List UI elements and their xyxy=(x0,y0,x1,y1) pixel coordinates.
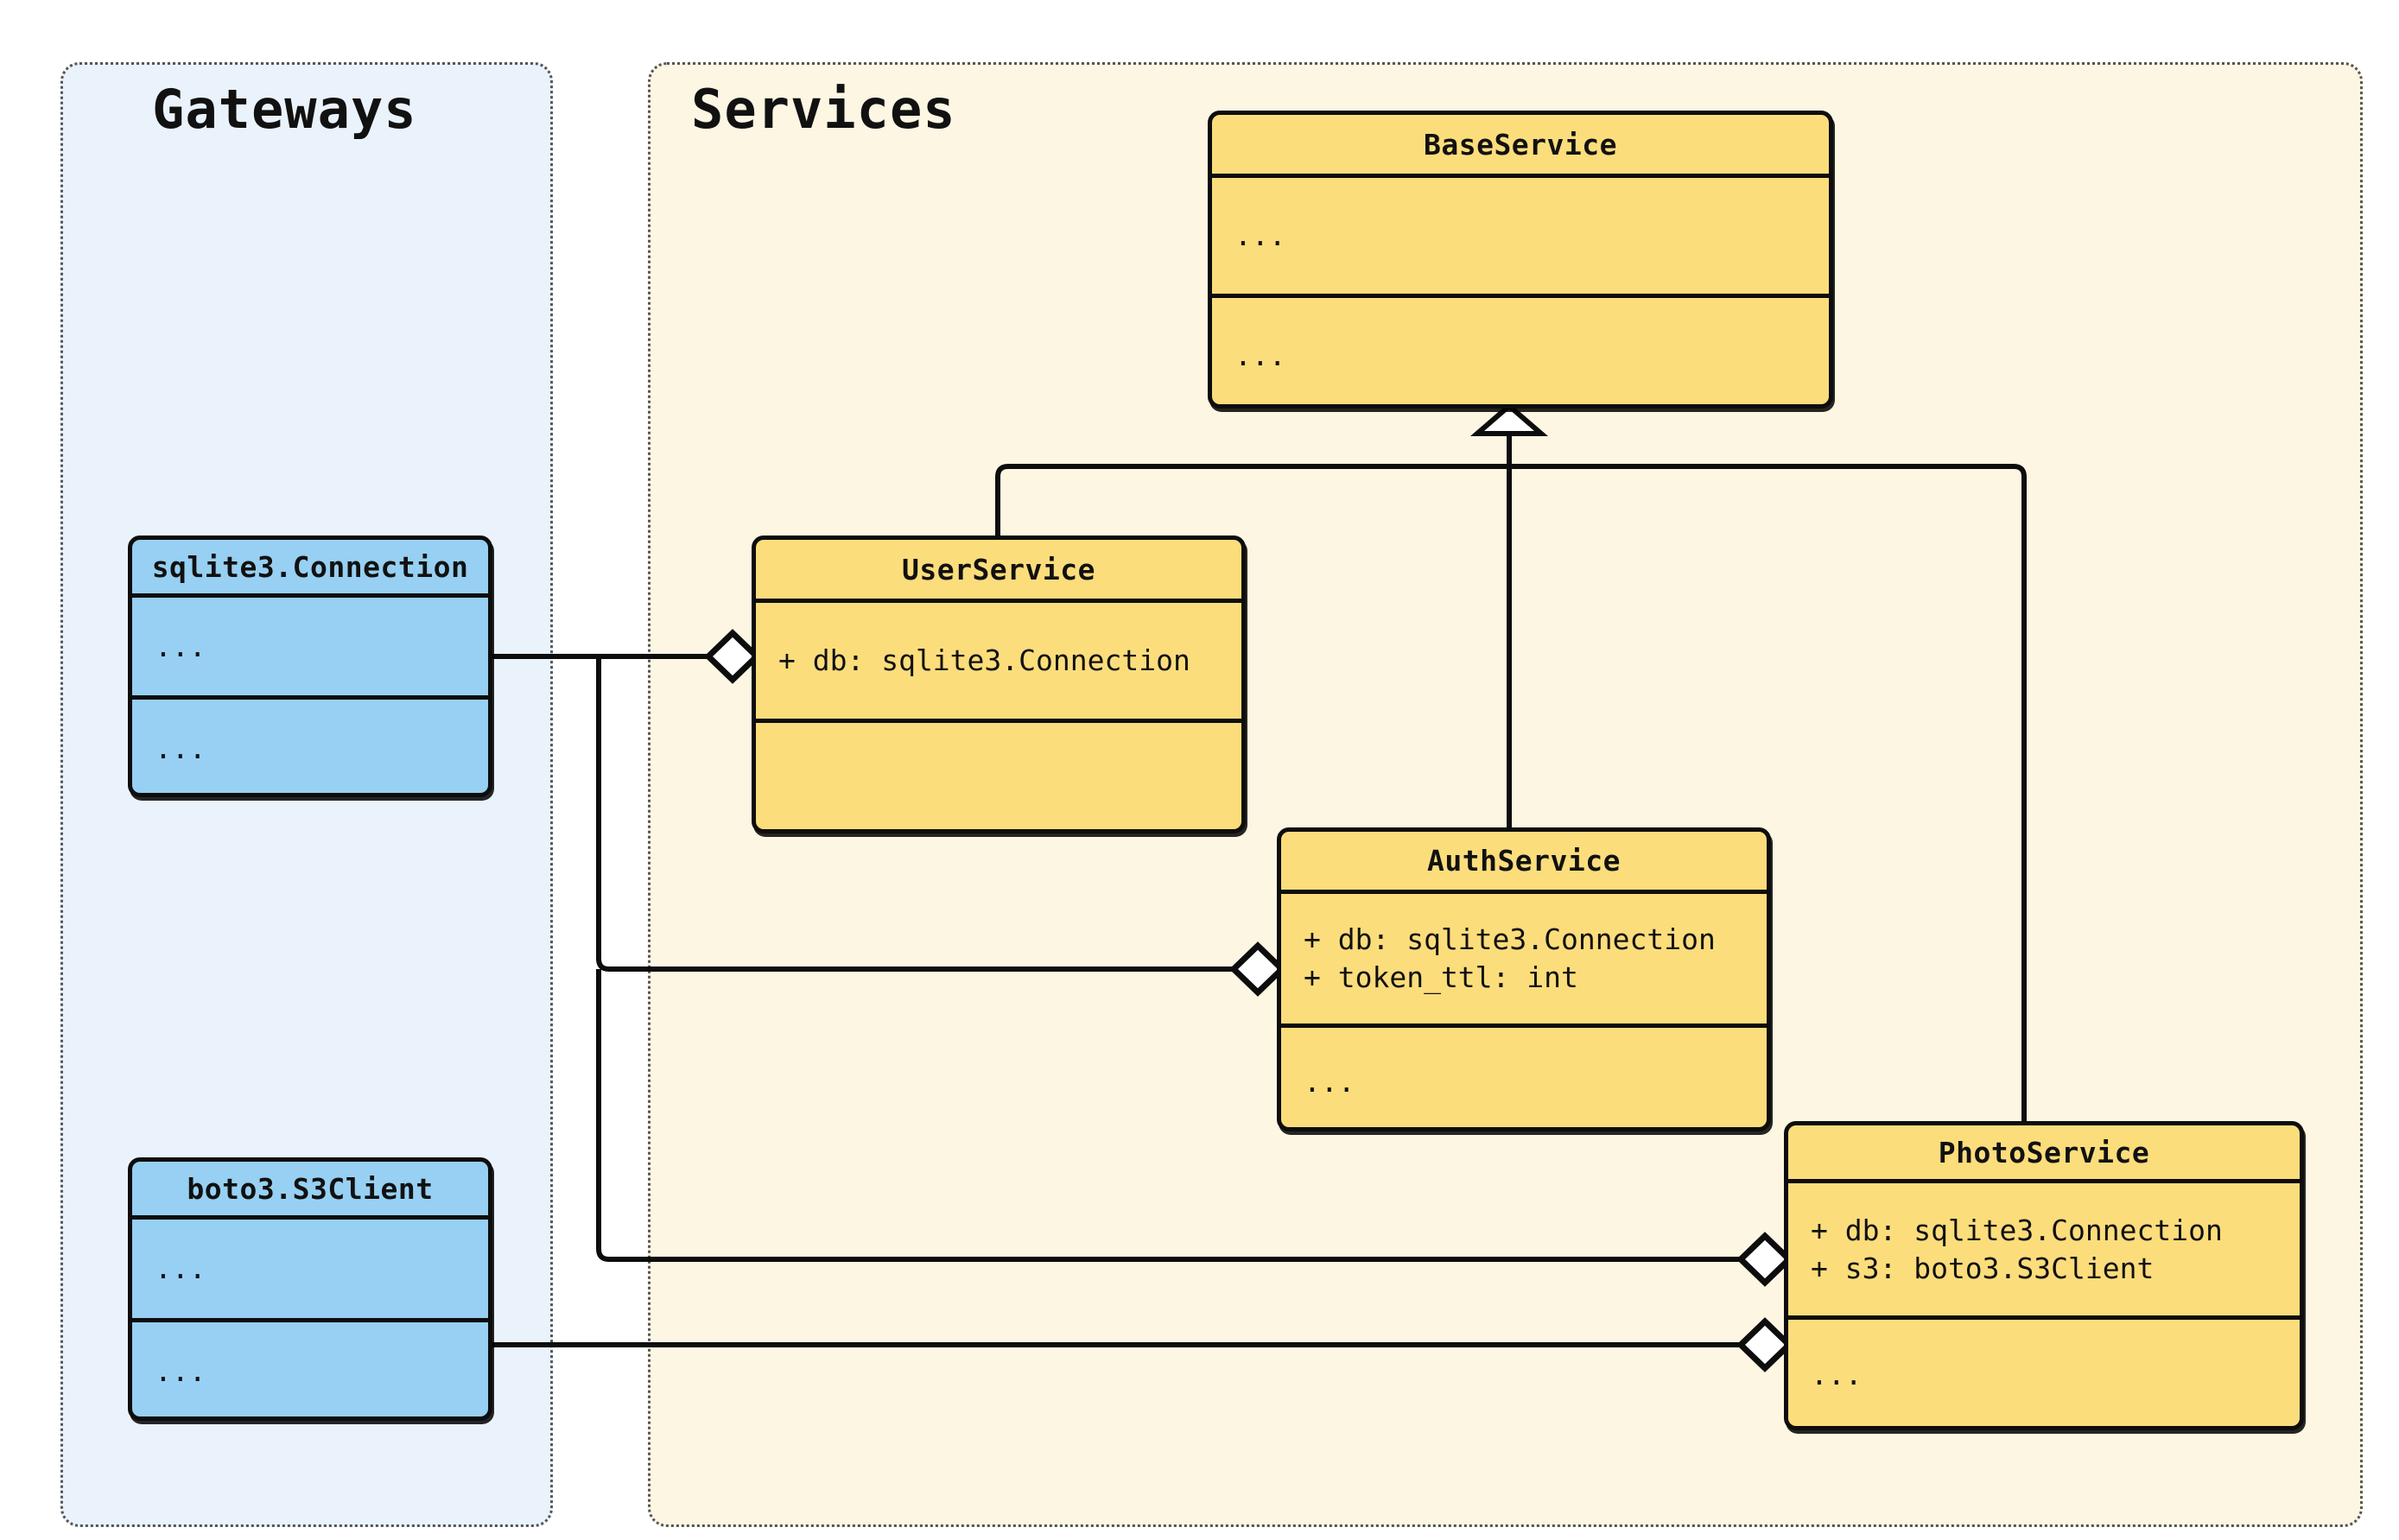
compartment-separator xyxy=(132,1215,488,1220)
compartment-separator xyxy=(132,1318,488,1322)
class-attributes-photo-service: + db: sqlite3.Connection + s3: boto3.S3C… xyxy=(1811,1213,2223,1285)
class-name-photo-service: PhotoService xyxy=(1938,1135,2150,1169)
class-name-boto3-s3client: boto3.S3Client xyxy=(187,1171,434,1206)
compartment-separator xyxy=(1281,890,1767,894)
class-methods-boto3-s3client: ... xyxy=(155,1354,206,1389)
package-services-title: Services xyxy=(691,78,956,141)
class-box-boto3-s3client[interactable]: boto3.S3Client ... ... xyxy=(128,1157,492,1421)
compartment-separator xyxy=(1281,1023,1767,1028)
compartment-separator xyxy=(132,695,488,700)
compartment-separator xyxy=(1788,1179,2300,1183)
class-box-photo-service[interactable]: PhotoService + db: sqlite3.Connection + … xyxy=(1784,1121,2304,1430)
class-methods-auth-service: ... xyxy=(1304,1064,1355,1099)
compartment-separator xyxy=(756,599,1241,603)
compartment-separator xyxy=(132,593,488,598)
class-attributes-boto3-s3client: ... xyxy=(155,1252,206,1286)
package-gateways-title: Gateways xyxy=(152,78,417,141)
class-box-auth-service[interactable]: AuthService + db: sqlite3.Connection + t… xyxy=(1277,827,1771,1131)
class-methods-base-service: ... xyxy=(1234,338,1286,372)
class-methods-sqlite3-connection: ... xyxy=(155,731,206,765)
class-attributes-auth-service: + db: sqlite3.Connection + token_ttl: in… xyxy=(1304,922,1716,994)
compartment-separator xyxy=(1212,174,1829,178)
class-box-sqlite3-connection[interactable]: sqlite3.Connection ... ... xyxy=(128,536,492,797)
compartment-separator xyxy=(1212,294,1829,298)
class-attributes-base-service: ... xyxy=(1234,219,1286,253)
class-name-sqlite3-connection: sqlite3.Connection xyxy=(151,549,469,584)
class-name-base-service: BaseService xyxy=(1423,127,1618,162)
compartment-separator xyxy=(756,719,1241,723)
class-box-base-service[interactable]: BaseService ... ... xyxy=(1208,111,1833,409)
class-box-user-service[interactable]: UserService + db: sqlite3.Connection xyxy=(752,536,1246,833)
class-attributes-user-service: + db: sqlite3.Connection xyxy=(778,643,1190,678)
class-name-auth-service: AuthService xyxy=(1426,844,1622,878)
class-methods-photo-service: ... xyxy=(1811,1358,1863,1392)
class-attributes-sqlite3-connection: ... xyxy=(155,629,206,663)
class-name-user-service: UserService xyxy=(901,552,1096,586)
compartment-separator xyxy=(1788,1315,2300,1320)
